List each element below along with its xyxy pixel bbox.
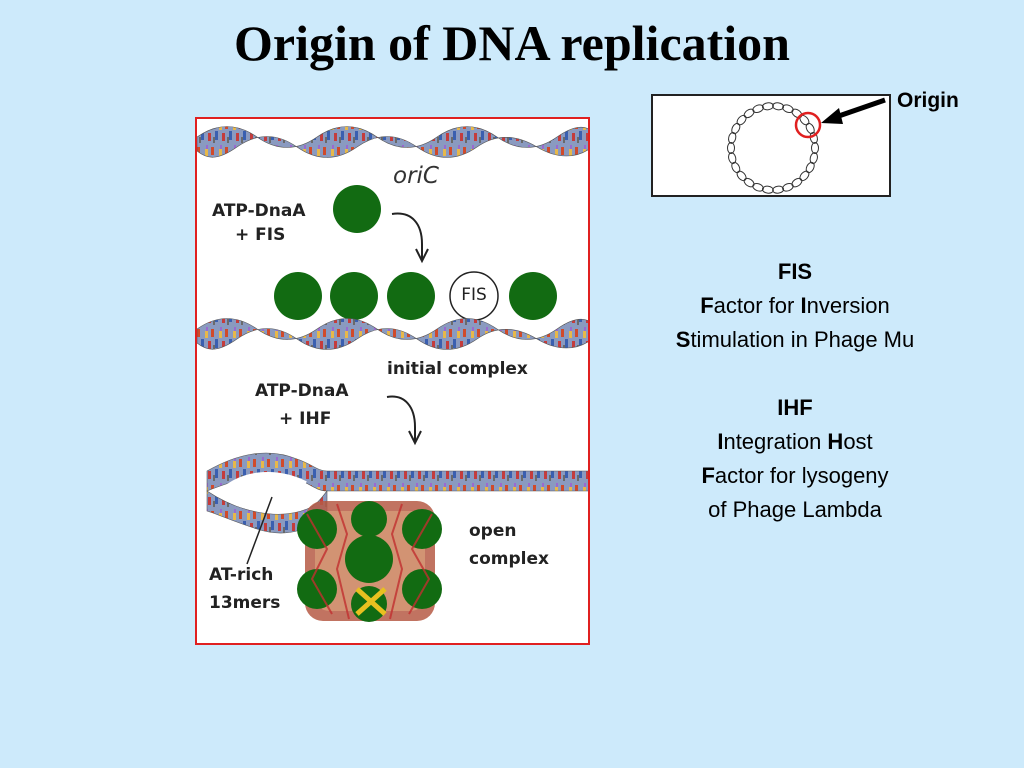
step2-cofactor-label: + IHF [279,409,332,429]
origin-label: Origin [897,89,959,112]
dna-bead [752,182,764,192]
dna-bead [772,185,785,194]
circular-chromosome-figure [651,94,891,197]
dna-bead [731,122,741,135]
replication-figure: oriC ATP-DnaA + FIS FIS initial complex … [195,117,590,645]
dna-bead [799,170,810,182]
fis-line1: Factor for Inversion [610,289,980,323]
dna-bead [791,108,803,119]
dna-helix-top [197,126,588,158]
fis-line2: Stimulation in Phage Mu [610,323,980,357]
dna-bead [805,122,815,135]
dna-bead [736,114,747,126]
dna-bead [761,185,774,194]
dnaa-protein [387,272,435,320]
ihf-heading: IHF [777,395,813,420]
dnaa-protein [274,272,322,320]
at-rich-pointer [246,496,273,565]
arrow-icon [391,212,429,264]
fis-text: actor for [713,293,801,318]
dna-bead [743,108,755,119]
dna-circle [727,102,819,194]
ihf-initial-i: I [717,429,724,454]
arrow-icon [386,395,422,446]
fis-initial-f: F [700,293,714,318]
dna-bead [752,104,764,114]
ihf-text: ntegration [723,429,828,454]
step2-protein-label: ATP-DnaA [255,381,349,401]
step1-cofactor-label: + FIS [235,225,286,245]
circular-chromosome-illustration [727,97,886,194]
open-complex-label-line1: open [469,521,517,541]
at-rich-label-line2: 13mers [209,593,281,613]
ihf-initial-h: H [827,429,844,454]
dna-bead [805,161,815,174]
ihf-line2: Factor for lysogeny [610,459,980,493]
dna-bead [811,142,819,154]
fis-heading: FIS [777,259,813,284]
dna-bead [809,131,818,144]
dna-bead [782,104,794,114]
ihf-initial-f: F [701,463,715,488]
dna-bead [782,182,794,192]
dnaa-protein [509,272,557,320]
dna-bead [791,177,803,188]
ihf-line3: of Phage Lambda [708,497,882,522]
dna-bead [736,170,747,182]
figure-illustration [197,126,588,622]
dna-bead [727,142,735,154]
dna-open-bubble [206,452,588,534]
dna-bead [809,152,818,165]
origin-marker-circle [794,111,822,139]
step1-protein-label: ATP-DnaA [212,201,306,221]
at-rich-label-line1: AT-rich [209,565,274,585]
initial-complex-label: initial complex [387,359,528,379]
dna-bead [728,131,737,144]
ihf-text: actor for lysogeny [714,463,889,488]
definitions-panel: FIS Factor for Inversion Stimulation in … [610,255,980,527]
fis-text: timulation in Phage Mu [690,327,915,352]
fis-text: nversion [806,293,890,318]
ihf-text: ost [843,429,873,454]
open-complex-label-line2: complex [469,549,549,569]
fis-initial-i: I [800,293,807,318]
open-complex-cluster [297,501,442,622]
spacer [610,357,980,391]
dna-bead [731,161,741,174]
fis-initial-s: S [675,327,691,352]
fis-circle-label: FIS [461,285,487,305]
ihf-line1: Integration Host [610,425,980,459]
dna-bead [743,177,755,188]
dna-bead [728,152,737,165]
page-title: Origin of DNA replication [233,15,790,71]
dna-helix-middle [197,318,588,350]
arrow-icon [821,97,886,124]
dnaa-protein [330,272,378,320]
oric-label: oriC [393,163,439,189]
dna-bead [772,102,785,111]
dnaa-protein [333,185,381,233]
dna-bead [761,102,774,111]
